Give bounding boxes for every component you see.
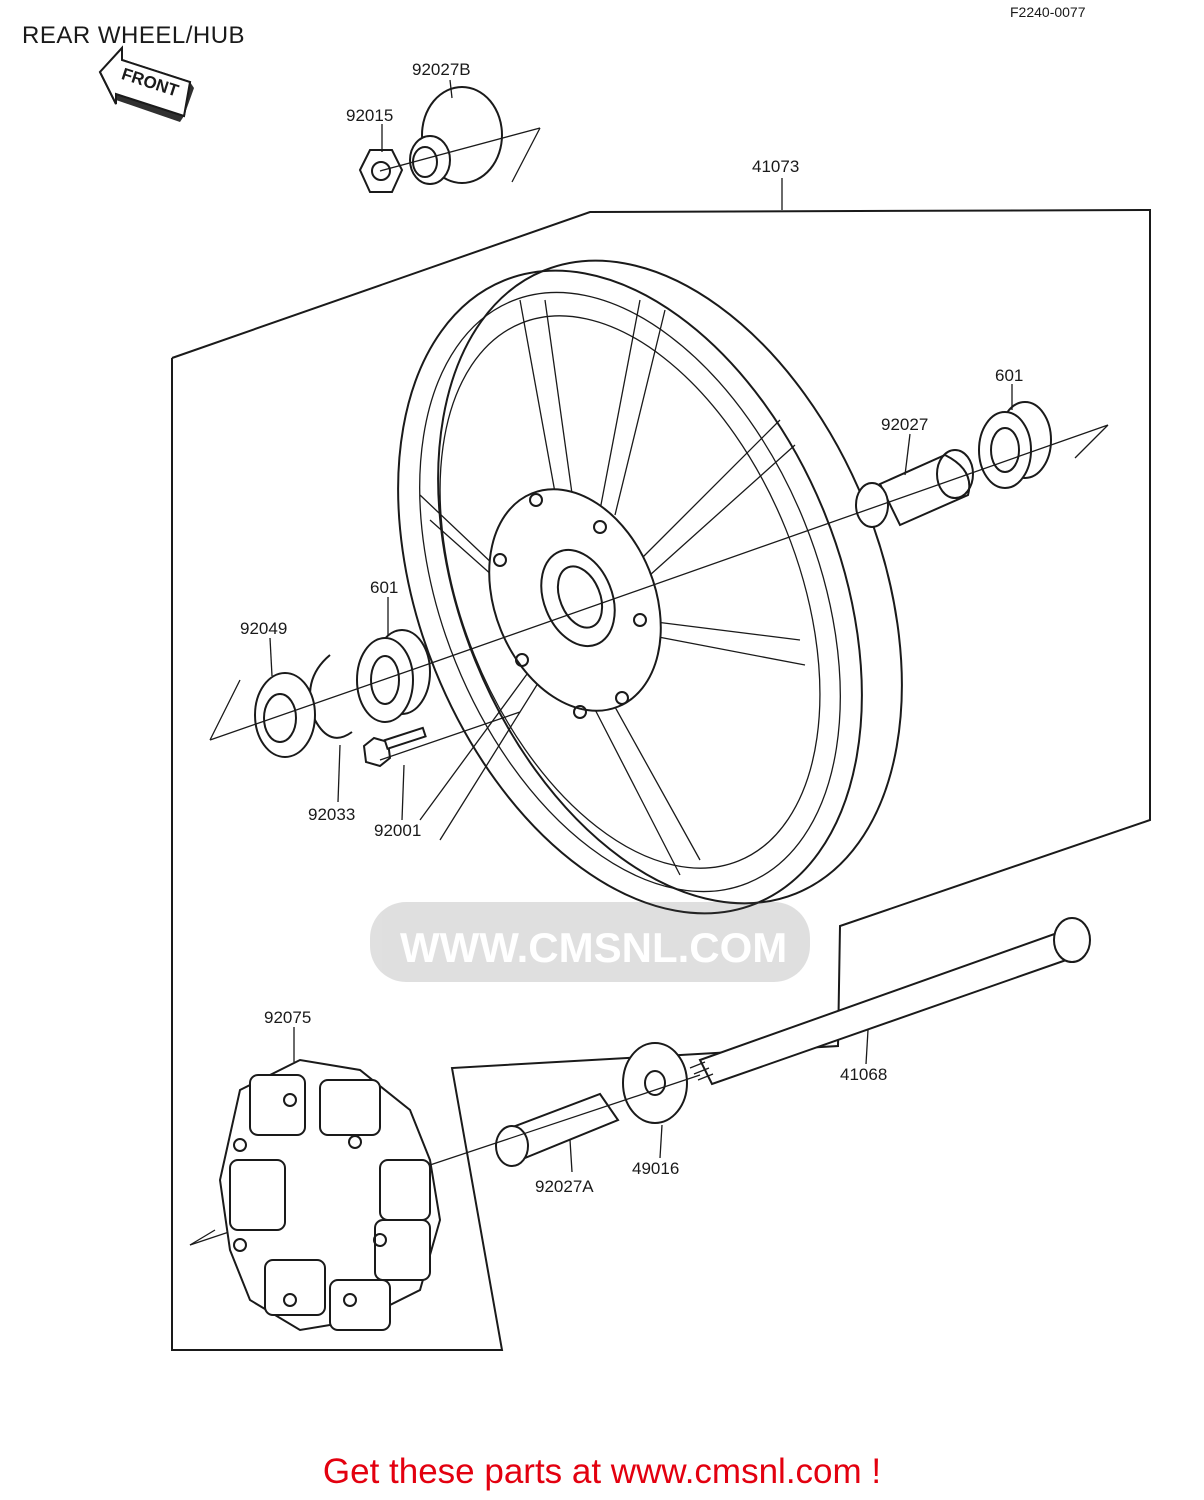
label-92027: 92027 xyxy=(881,415,928,434)
label-601-right: 601 xyxy=(995,366,1023,385)
label-92033: 92033 xyxy=(308,805,355,824)
bearing-601-right-icon[interactable] xyxy=(978,401,1052,489)
circlip-92033-icon[interactable] xyxy=(309,654,353,739)
wheel-rim-icon[interactable] xyxy=(309,192,990,982)
label-92001: 92001 xyxy=(374,821,421,840)
label-41068: 41068 xyxy=(840,1065,887,1084)
label-41073: 41073 xyxy=(752,157,799,176)
leader-lines xyxy=(269,79,1013,1173)
washer-49016-icon[interactable] xyxy=(622,1042,688,1124)
svg-text:WWW.CMSNL.COM: WWW.CMSNL.COM xyxy=(400,924,787,971)
axle-41068-icon[interactable] xyxy=(689,917,1091,1086)
label-92027b: 92027B xyxy=(412,60,471,79)
oil-seal-92049-icon[interactable] xyxy=(254,672,316,758)
label-92015: 92015 xyxy=(346,106,393,125)
axis-line-top xyxy=(379,127,541,183)
watermark-logo: WWW.CMSNL.COM xyxy=(370,902,810,982)
label-601-left: 601 xyxy=(370,578,398,597)
label-92027a: 92027A xyxy=(535,1177,594,1196)
wheel-boundary-frame xyxy=(171,208,1151,1351)
bearing-601-left-icon[interactable] xyxy=(356,629,431,723)
label-92075: 92075 xyxy=(264,1008,311,1027)
diagram-title: REAR WHEEL/HUB xyxy=(22,22,246,49)
part-labels: 92027B 92015 41073 601 92027 601 92049 9… xyxy=(240,60,1023,1196)
label-49016: 49016 xyxy=(632,1159,679,1178)
diagram-code: F2240-0077 xyxy=(1010,4,1086,20)
front-arrow-icon: FRONT xyxy=(98,45,194,122)
axis-line-left xyxy=(209,659,521,761)
collar-92027-icon[interactable] xyxy=(855,449,974,528)
footer-link[interactable]: Get these parts at www.cmsnl.com ! xyxy=(322,1452,882,1491)
axis-line-bottom-tip xyxy=(189,1229,216,1246)
collar-92027b-icon[interactable] xyxy=(409,86,503,185)
damper-92075-icon[interactable] xyxy=(218,1058,442,1332)
axis-line-right xyxy=(439,424,1109,661)
parts-diagram: FRONT WWW.CMSNL.COM xyxy=(98,45,1151,1351)
bolt-92001-icon[interactable] xyxy=(362,726,427,768)
label-92049: 92049 xyxy=(240,619,287,638)
collar-92027a-icon[interactable] xyxy=(495,1092,620,1167)
